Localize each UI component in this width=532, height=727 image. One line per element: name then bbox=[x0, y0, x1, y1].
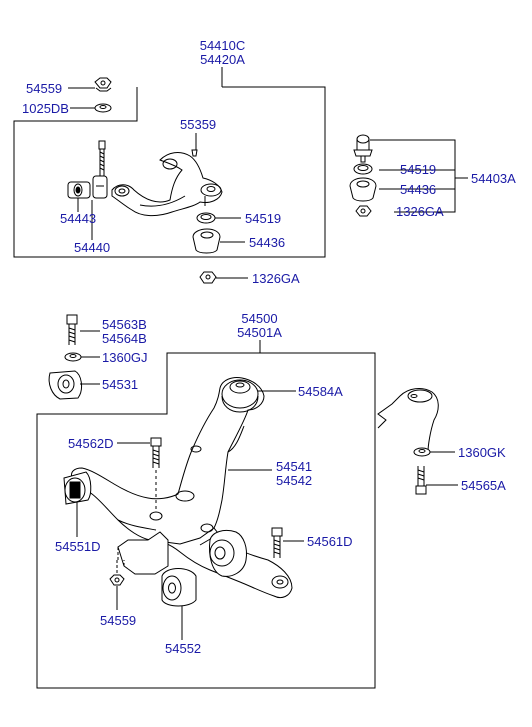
label-pin-55359: 55359 bbox=[180, 117, 217, 132]
bj-joint-54436-icon bbox=[349, 177, 377, 202]
label-bj-seal-54519: 54519 bbox=[400, 162, 437, 177]
washer-1360gk-icon bbox=[413, 447, 431, 457]
label-washer-1360gk: 1360GK bbox=[458, 445, 506, 460]
label-arm-54542: 54542 bbox=[276, 473, 313, 488]
label-lower-arm-b: 54501A bbox=[237, 325, 282, 340]
label-nut-54559-low: 54559 bbox=[100, 613, 137, 628]
nut-1326ga-mid-icon bbox=[199, 271, 217, 284]
bolt-54565a-icon bbox=[415, 466, 427, 495]
bushing-54551d-icon bbox=[63, 471, 92, 505]
bushing-54443-icon bbox=[67, 181, 91, 199]
label-bushing-54531: 54531 bbox=[102, 377, 139, 392]
washer-1025db-icon bbox=[94, 103, 112, 113]
bolt-54561d-icon bbox=[271, 527, 283, 558]
label-lower-arm-a: 54500 bbox=[241, 311, 278, 326]
label-bushing-54552: 54552 bbox=[165, 641, 202, 656]
lower-control-arm-icon bbox=[71, 377, 293, 599]
label-bolt-54563b: 54563B bbox=[102, 317, 147, 332]
lower-bracket-hidden-line bbox=[117, 547, 125, 566]
label-washer-1360gj: 1360GJ bbox=[102, 350, 148, 365]
bj-nut-1326ga-icon bbox=[355, 205, 372, 217]
washer-1360gj-icon bbox=[64, 352, 82, 362]
label-bolt-54564b: 54564B bbox=[102, 331, 147, 346]
label-nut-1326ga-mid: 1326GA bbox=[252, 271, 300, 286]
lower-bracket bbox=[117, 531, 169, 575]
rear-bushing-icon bbox=[209, 529, 247, 577]
pin-55359-icon bbox=[191, 149, 198, 157]
label-nut-54559-top: 54559 bbox=[26, 81, 63, 96]
bolt-54440-icon bbox=[92, 140, 108, 199]
label-joint-54436: 54436 bbox=[249, 235, 286, 250]
label-bj-joint-54436: 54436 bbox=[400, 182, 437, 197]
label-bolt-54565a: 54565A bbox=[461, 478, 506, 493]
ball-joint-bracket bbox=[370, 139, 468, 213]
label-bj-nut-1326ga: 1326GA bbox=[396, 204, 444, 219]
label-seal-54519: 54519 bbox=[245, 211, 282, 226]
label-upper-arm-b: 54420A bbox=[200, 52, 245, 67]
label-washer-1025db: 1025DB bbox=[22, 101, 69, 116]
bushing-54552-icon bbox=[161, 568, 197, 607]
label-arm-54541: 54541 bbox=[276, 459, 313, 474]
upper-arm-frame bbox=[13, 86, 326, 258]
bushing-54531-icon bbox=[48, 370, 83, 400]
label-bolt-54562d: 54562D bbox=[68, 436, 114, 451]
label-bushing-54584a: 54584A bbox=[298, 384, 343, 399]
bolt-54563b-icon bbox=[66, 314, 78, 345]
knuckle-detail-icon bbox=[377, 388, 439, 453]
seal-54519-icon bbox=[196, 212, 216, 224]
nut-54559-low-icon bbox=[109, 574, 125, 586]
label-ball-joint-54403a: 54403A bbox=[471, 171, 516, 186]
joint-54436-icon bbox=[192, 228, 221, 254]
label-bolt-54440: 54440 bbox=[74, 240, 111, 255]
label-bolt-54561d: 54561D bbox=[307, 534, 353, 549]
label-upper-arm-a: 54410C bbox=[199, 38, 246, 53]
ball-joint-stud-icon bbox=[353, 134, 373, 163]
upper-control-arm-icon bbox=[111, 152, 223, 217]
label-bushing-54551d: 54551D bbox=[55, 539, 101, 554]
bolt-54562d-icon bbox=[150, 437, 162, 468]
label-bushing-54443: 54443 bbox=[60, 211, 97, 226]
bj-seal-54519-icon bbox=[353, 163, 373, 175]
nut-54559-top-icon bbox=[94, 77, 112, 92]
lower-arm-frame bbox=[36, 352, 376, 689]
